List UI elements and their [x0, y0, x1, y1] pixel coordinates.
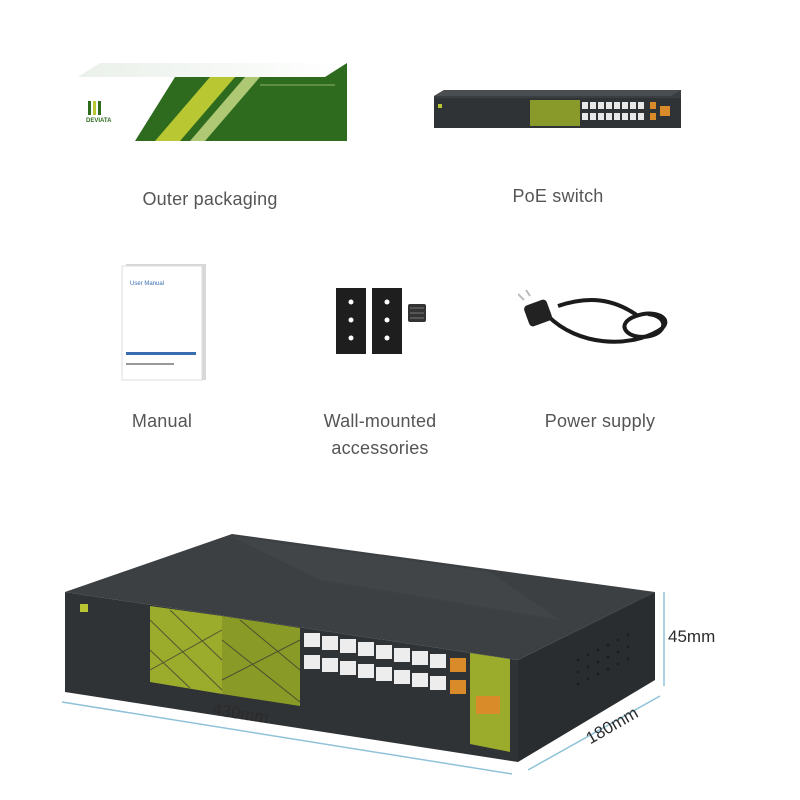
switch-dimension-view: 430mm 180mm 45mm [0, 520, 800, 800]
caption-manual: Manual [131, 411, 193, 431]
large-poe-switch-image [61, 534, 665, 775]
manual-image [121, 264, 206, 381]
outer-packaging-item: DEVIATA [60, 55, 360, 155]
power-cable-image [518, 289, 668, 344]
caption-outer-packaging: Outer packaging [142, 189, 278, 209]
wall-mount-item [332, 284, 432, 359]
manual-item: User Manual [118, 262, 208, 382]
caption-power-supply: Power supply [544, 411, 656, 431]
power-supply-item [518, 286, 678, 356]
caption-wall-mounted-accessories: Wall-mounted accessories [323, 411, 437, 458]
manual-title-text: User Manual [130, 281, 165, 287]
outer-packaging-image [78, 63, 347, 141]
poe-switch-item [430, 88, 685, 132]
dimension-height: 45mm [668, 627, 716, 646]
poe-switch-image [434, 90, 681, 128]
caption-poe-switch: PoE switch [512, 186, 604, 206]
wall-mount-image [336, 288, 426, 354]
box-brand-text: DEVIATA [86, 118, 112, 124]
